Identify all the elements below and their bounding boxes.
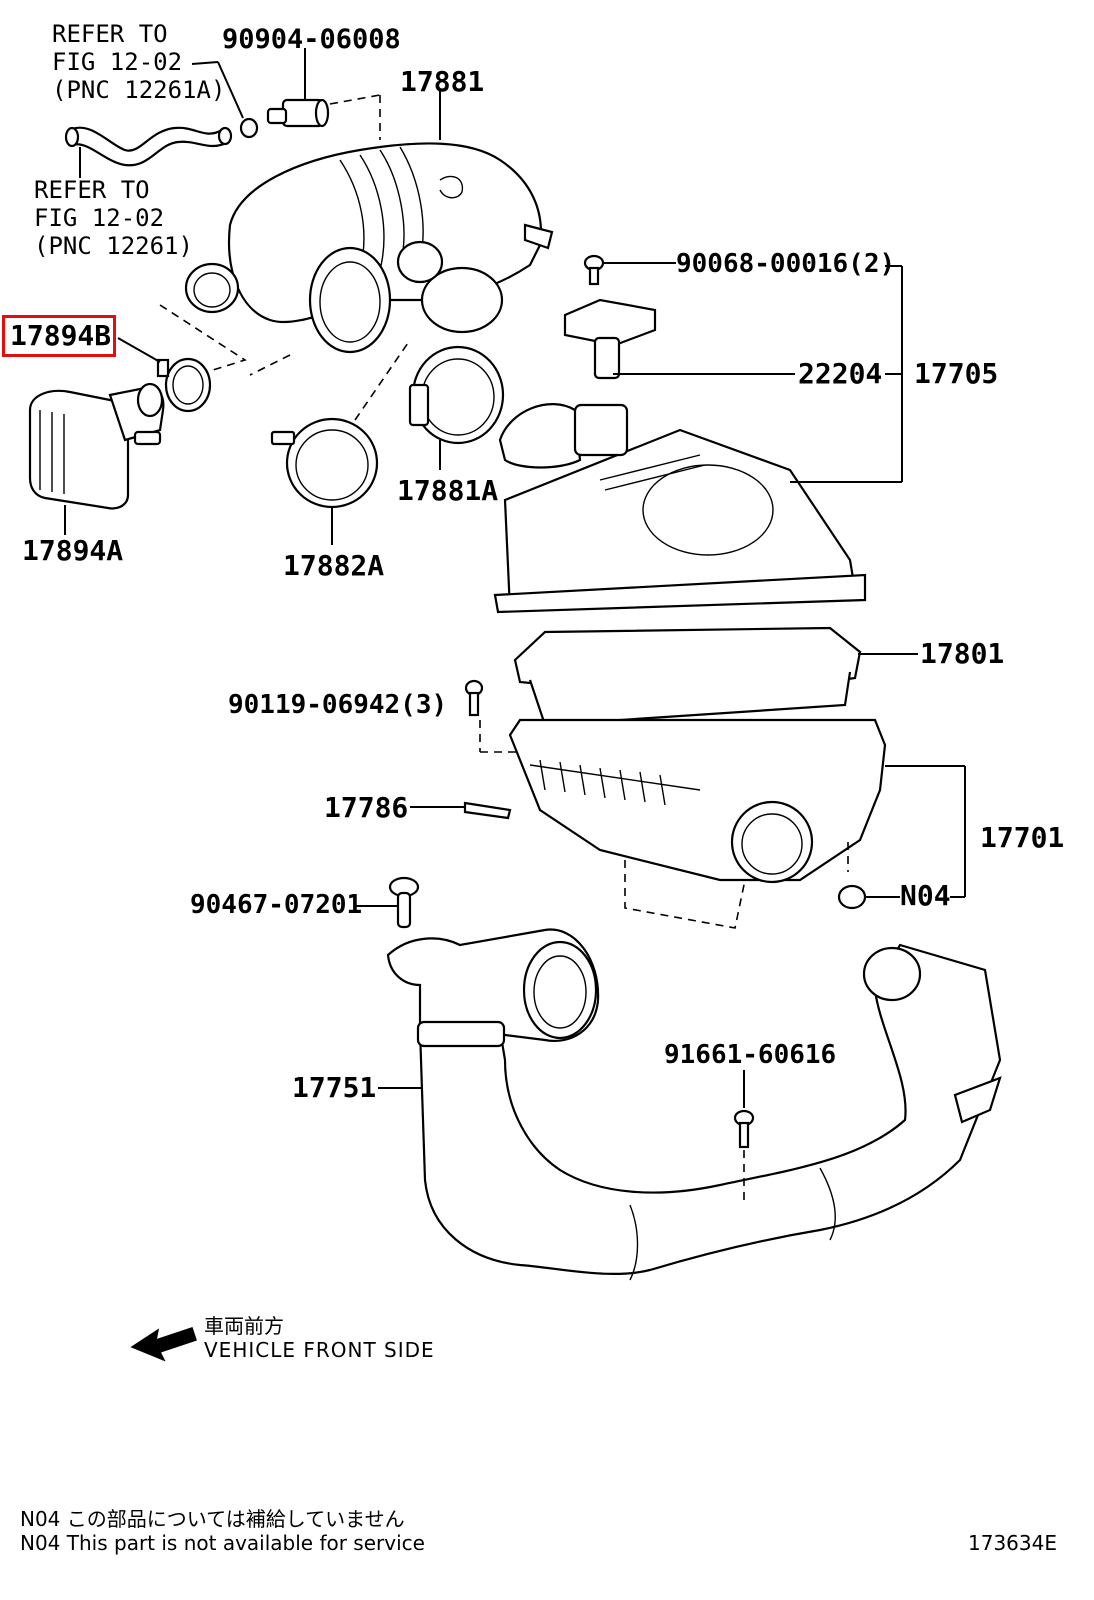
- part-label-91661-60616[interactable]: 91661-60616: [664, 1040, 837, 1070]
- intake-duct-17751-drawing: [378, 928, 1002, 1281]
- part-label-90068-00016[interactable]: 90068-00016(2): [676, 249, 896, 279]
- clamp-17882a-drawing: [270, 417, 379, 545]
- air-cleaner-case-drawing: [508, 718, 966, 929]
- resonator-17894a-drawing: [28, 382, 165, 535]
- part-label-90467-07201[interactable]: 90467-07201: [190, 890, 363, 920]
- part-label-17882a[interactable]: 17882A: [283, 549, 385, 582]
- reference-note-pnc-12261: REFER TO FIG 12-02 (PNC 12261): [34, 176, 193, 260]
- footnote-en: N04 This part is not available for servi…: [20, 1531, 425, 1555]
- air-cleaner-cap-drawing: [493, 265, 903, 614]
- part-label-17881a[interactable]: 17881A: [397, 474, 499, 507]
- direction-label-jp: 車両前方: [204, 1314, 284, 1338]
- part-label-17701[interactable]: 17701: [980, 821, 1065, 854]
- part-label-90119-06942[interactable]: 90119-06942(3): [228, 690, 448, 720]
- part-label-17894a[interactable]: 17894A: [22, 534, 124, 567]
- clamp-17881a-drawing: [408, 345, 505, 470]
- clip-17786-drawing: [410, 801, 512, 820]
- figure-code: 173634E: [968, 1531, 1057, 1555]
- air-flow-meter-drawing: [563, 298, 795, 380]
- part-label-17894b[interactable]: 17894B: [10, 319, 112, 352]
- highlight-box-17894b: [2, 315, 116, 357]
- bolt-91661-drawing: [733, 1070, 755, 1200]
- part-label-22204[interactable]: 22204: [798, 357, 883, 390]
- part-label-17801[interactable]: 17801: [920, 637, 1005, 670]
- grommet-n04-drawing: [837, 884, 900, 910]
- part-label-n04[interactable]: N04: [900, 879, 951, 912]
- part-label-17705[interactable]: 17705: [914, 357, 999, 390]
- direction-label-en: VEHICLE FRONT SIDE: [204, 1338, 435, 1362]
- pcv-fitting-drawing: [266, 48, 381, 140]
- clamp-17894b-drawing: [117, 337, 212, 413]
- vacuum-hose-drawing: [64, 126, 233, 178]
- intake-hose-drawing: [184, 90, 554, 354]
- part-label-17786[interactable]: 17786: [324, 791, 409, 824]
- bolt-90068-drawing: [583, 254, 676, 286]
- part-label-17881[interactable]: 17881: [400, 65, 485, 98]
- reference-note-pnc-12261a: REFER TO FIG 12-02 (PNC 12261A): [52, 20, 226, 104]
- part-label-90904-06008[interactable]: 90904-06008: [222, 24, 401, 55]
- hose-clip-drawing: [191, 61, 259, 139]
- clip-90467-drawing: [356, 876, 420, 929]
- air-filter-element-drawing: [513, 626, 918, 727]
- bolt-90119-drawing: [464, 679, 520, 753]
- footnote-jp: N04 この部品については補給していません: [20, 1507, 405, 1531]
- part-label-17751[interactable]: 17751: [292, 1071, 377, 1104]
- front-direction-arrow-icon: [130, 1327, 197, 1362]
